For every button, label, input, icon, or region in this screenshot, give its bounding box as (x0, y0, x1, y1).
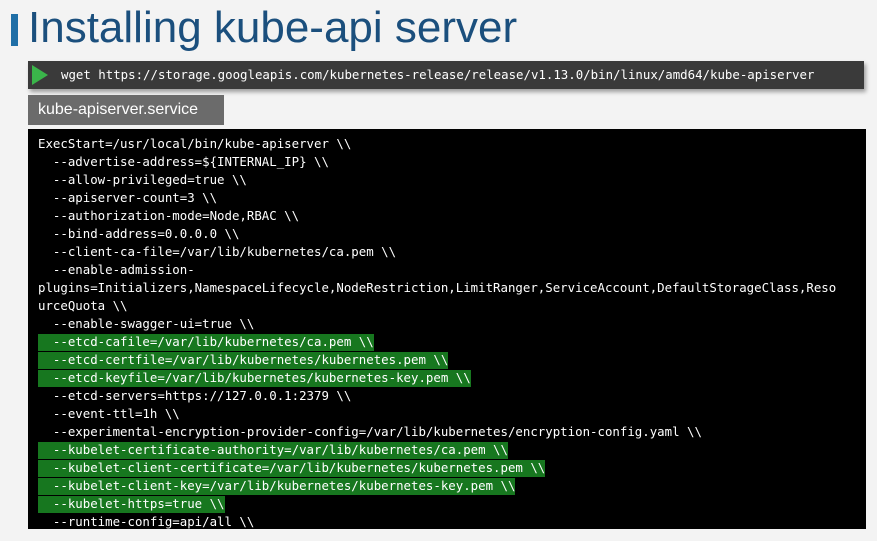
code-line: urceQuota \\ (38, 297, 836, 315)
code-line-text: urceQuota \\ (38, 298, 128, 315)
code-line-text: --advertise-address=${INTERNAL_IP} \\ (38, 154, 329, 171)
code-line: --allow-privileged=true \\ (38, 171, 836, 189)
code-line-text: --allow-privileged=true \\ (38, 172, 247, 189)
code-line: plugins=Initializers,NamespaceLifecycle,… (38, 279, 836, 297)
code-line: --etcd-cafile=/var/lib/kubernetes/ca.pem… (38, 333, 836, 351)
code-line: --event-ttl=1h \\ (38, 405, 836, 423)
code-line: --etcd-servers=https://127.0.0.1:2379 \\ (38, 387, 836, 405)
code-line: --advertise-address=${INTERNAL_IP} \\ (38, 153, 836, 171)
code-line: --bind-address=0.0.0.0 \\ (38, 225, 836, 243)
code-line: --client-ca-file=/var/lib/kubernetes/ca.… (38, 243, 836, 261)
code-line-text: --experimental-encryption-provider-confi… (38, 424, 702, 441)
code-line-text: --client-ca-file=/var/lib/kubernetes/ca.… (38, 244, 396, 261)
code-line: --kubelet-client-certificate=/var/lib/ku… (38, 459, 836, 477)
code-line: --kubelet-client-key=/var/lib/kubernetes… (38, 477, 836, 495)
code-line: --kubelet-https=true \\ (38, 495, 836, 513)
code-line-text: --apiserver-count=3 \\ (38, 190, 217, 207)
play-icon (32, 65, 48, 85)
code-line-highlighted: --kubelet-client-key=/var/lib/kubernetes… (38, 478, 515, 495)
code-line-text: --etcd-servers=https://127.0.0.1:2379 \\ (38, 388, 351, 405)
code-line: --kubelet-certificate-authority=/var/lib… (38, 441, 836, 459)
slide-title: Installing kube-api server (28, 0, 517, 56)
file-tab-label: kube-apiserver.service (38, 95, 198, 125)
command-bar: wget https://storage.googleapis.com/kube… (28, 61, 864, 89)
code-line-text: --runtime-config=api/all \\ (38, 514, 254, 529)
code-line: --enable-swagger-ui=true \\ (38, 315, 836, 333)
code-line: --runtime-config=api/all \\ (38, 513, 836, 529)
code-line: --experimental-encryption-provider-confi… (38, 423, 836, 441)
code-line-text: --event-ttl=1h \\ (38, 406, 180, 423)
code-block: ExecStart=/usr/local/bin/kube-apiserver … (38, 135, 836, 529)
code-line-highlighted: --etcd-certfile=/var/lib/kubernetes/kube… (38, 352, 448, 369)
code-line-highlighted: --etcd-keyfile=/var/lib/kubernetes/kuber… (38, 370, 471, 387)
file-tab: kube-apiserver.service (28, 95, 224, 125)
code-line-highlighted: --etcd-cafile=/var/lib/kubernetes/ca.pem… (38, 334, 374, 351)
code-line: --enable-admission- (38, 261, 836, 279)
command-text: wget https://storage.googleapis.com/kube… (61, 61, 814, 89)
code-line-highlighted: --kubelet-client-certificate=/var/lib/ku… (38, 460, 545, 477)
code-line: --etcd-certfile=/var/lib/kubernetes/kube… (38, 351, 836, 369)
code-line: ExecStart=/usr/local/bin/kube-apiserver … (38, 135, 836, 153)
code-line-text: --bind-address=0.0.0.0 \\ (38, 226, 239, 243)
code-panel: ExecStart=/usr/local/bin/kube-apiserver … (28, 129, 866, 529)
code-line-highlighted: --kubelet-certificate-authority=/var/lib… (38, 442, 508, 459)
code-line: --apiserver-count=3 \\ (38, 189, 836, 207)
code-line-text: --authorization-mode=Node,RBAC \\ (38, 208, 299, 225)
code-line-text: ExecStart=/usr/local/bin/kube-apiserver … (38, 136, 351, 153)
title-accent-bar (11, 14, 18, 46)
code-line-highlighted: --kubelet-https=true \\ (38, 496, 225, 513)
code-line-text: --enable-swagger-ui=true \\ (38, 316, 254, 333)
code-line: --authorization-mode=Node,RBAC \\ (38, 207, 836, 225)
code-line: --etcd-keyfile=/var/lib/kubernetes/kuber… (38, 369, 836, 387)
code-line-text: --enable-admission- (38, 262, 195, 279)
code-line-text: plugins=Initializers,NamespaceLifecycle,… (38, 280, 836, 297)
